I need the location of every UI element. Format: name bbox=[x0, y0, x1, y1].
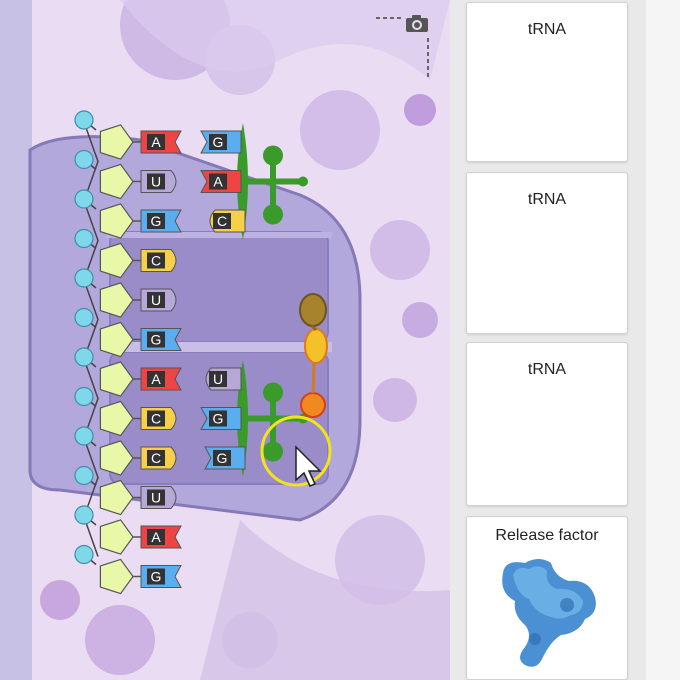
sugar-1 bbox=[99, 163, 134, 200]
trna-bottom[interactable]: U G G bbox=[200, 360, 308, 477]
phosphate-11 bbox=[74, 544, 94, 565]
sugar-6 bbox=[99, 361, 134, 397]
trna-bottom-loop bbox=[263, 382, 283, 403]
phosphate-8 bbox=[74, 426, 94, 446]
sugar-7 bbox=[99, 400, 134, 437]
mrna-base-letter: C bbox=[151, 411, 161, 427]
mrna-base-10: A bbox=[140, 525, 182, 549]
cursor-highlight bbox=[260, 415, 332, 487]
release-factor-icon bbox=[502, 559, 596, 667]
trna-top-base-letter: G bbox=[213, 134, 224, 150]
sugar-3 bbox=[99, 242, 134, 279]
phosphate-2 bbox=[74, 189, 94, 209]
mrna-base-letter: U bbox=[151, 490, 161, 506]
trna-bottom-base-2: G bbox=[204, 446, 246, 470]
release-factor-label: Release factor bbox=[495, 527, 599, 544]
mrna-base-11: G bbox=[140, 565, 182, 588]
amino-acid-yellow bbox=[304, 328, 328, 364]
mrna-base-0: A bbox=[140, 130, 182, 154]
trna-card-1[interactable]: tRNA bbox=[466, 2, 628, 162]
translation-stage: A U G C U G A C C U A G G A C U G G bbox=[0, 0, 450, 680]
mrna-base-2: G bbox=[140, 209, 182, 233]
sugar-10 bbox=[99, 519, 134, 555]
mrna-base-6: A bbox=[140, 367, 182, 391]
phosphate-10 bbox=[74, 505, 94, 525]
phosphate-0 bbox=[74, 110, 94, 130]
trna-bottom-base-1: G bbox=[200, 407, 242, 430]
sugar-9 bbox=[99, 479, 134, 516]
trna-card-3[interactable]: tRNA bbox=[466, 342, 628, 506]
mrna-base-letter: A bbox=[151, 529, 161, 545]
trna-bottom-base-letter: G bbox=[217, 450, 228, 466]
trna-bottom-base-letter: U bbox=[213, 371, 223, 387]
component-panel: tRNA tRNA tRNA Release factor bbox=[450, 0, 680, 680]
trna-card-label: tRNA bbox=[527, 361, 567, 378]
trna-top-loop bbox=[263, 145, 283, 166]
mrna-base-letter: G bbox=[151, 569, 162, 585]
mrna-base-4: U bbox=[140, 288, 177, 312]
trna-top-base-letter: A bbox=[213, 174, 223, 190]
phosphate-9 bbox=[74, 465, 94, 486]
amino-acid-chain bbox=[299, 293, 328, 418]
mrna-base-letter: C bbox=[151, 253, 161, 269]
trna-top[interactable]: G A C bbox=[200, 123, 308, 240]
trna-bottom-base-letter: G bbox=[213, 411, 224, 427]
stage-canvas: A U G C U G A C C U A G G A C U G G bbox=[0, 0, 450, 680]
trna-card-label: tRNA bbox=[527, 21, 567, 38]
sugar-2 bbox=[99, 203, 134, 239]
sugar-4 bbox=[99, 282, 134, 318]
mrna-base-letter: U bbox=[151, 292, 161, 308]
mrna-base-letter: C bbox=[151, 450, 161, 466]
amino-acid-brown bbox=[299, 293, 327, 327]
sugar-8 bbox=[99, 440, 134, 476]
amino-acid-orange bbox=[300, 392, 326, 418]
sugar-0 bbox=[99, 124, 134, 160]
mrna-strand: A U G C U G A C C U A G bbox=[74, 110, 182, 595]
mrna-base-letter: A bbox=[151, 134, 161, 150]
mrna-base-letter: G bbox=[151, 332, 162, 348]
mrna-base-9: U bbox=[140, 486, 177, 509]
phosphate-4 bbox=[74, 268, 94, 288]
phosphate-3 bbox=[74, 228, 94, 249]
phosphate-7 bbox=[74, 386, 94, 407]
trna-bottom-loop bbox=[263, 441, 283, 462]
mrna-base-8: C bbox=[140, 446, 177, 470]
mrna-base-letter: G bbox=[151, 213, 162, 229]
phosphate-6 bbox=[74, 347, 94, 367]
trna-card-label: tRNA bbox=[527, 191, 567, 208]
mouse-pointer-icon bbox=[295, 445, 322, 487]
trna-top-base-2: C bbox=[209, 209, 246, 233]
panel-scroll-strip bbox=[646, 0, 680, 680]
mrna-base-letter: U bbox=[151, 174, 161, 190]
camera-icon[interactable] bbox=[404, 12, 430, 34]
mrna-base-3: C bbox=[140, 249, 177, 272]
phosphate-1 bbox=[74, 149, 94, 170]
mrna-base-5: G bbox=[140, 328, 182, 351]
mrna-base-1: U bbox=[140, 170, 177, 193]
trna-top-loop bbox=[263, 204, 283, 225]
trna-bottom-base-0: U bbox=[205, 367, 242, 391]
trna-card-2[interactable]: tRNA bbox=[466, 172, 628, 334]
trna-top-base-0: G bbox=[200, 130, 242, 154]
sugar-5 bbox=[99, 321, 134, 358]
trna-top-base-letter: C bbox=[217, 213, 227, 229]
mrna-base-letter: A bbox=[151, 371, 161, 387]
mrna-base-7: C bbox=[140, 407, 177, 430]
sugar-11 bbox=[99, 558, 134, 595]
camera-guides bbox=[376, 17, 429, 78]
release-factor-card[interactable]: Release factor bbox=[466, 516, 628, 680]
phosphate-5 bbox=[74, 307, 94, 328]
cell-background bbox=[0, 0, 450, 680]
trna-top-base-1: A bbox=[200, 170, 242, 193]
